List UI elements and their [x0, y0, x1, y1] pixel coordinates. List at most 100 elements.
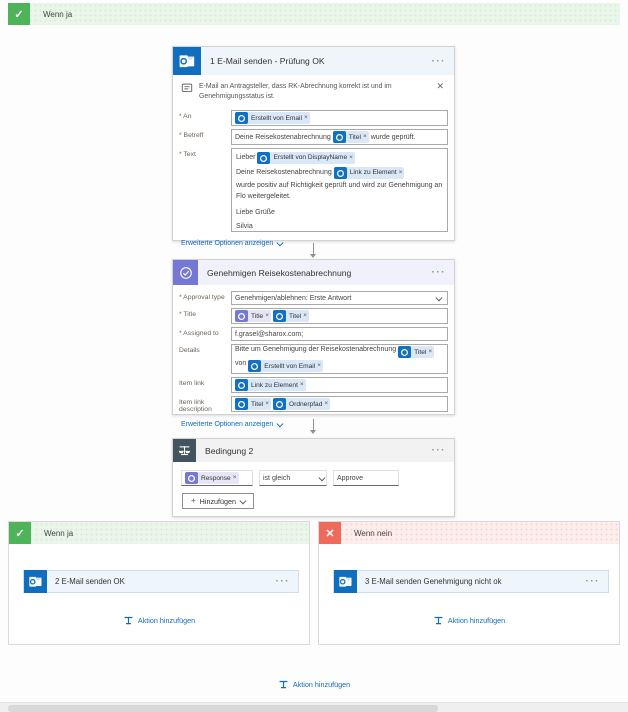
- dynamic-token[interactable]: Title ×: [235, 310, 272, 322]
- field-label: * Assigned to: [179, 330, 219, 337]
- scope-header-wenn-ja[interactable]: ✓ Wenn ja: [8, 3, 620, 25]
- remove-token-icon[interactable]: ×: [428, 347, 433, 355]
- remove-token-icon[interactable]: ×: [362, 132, 367, 140]
- card-email-2-ok[interactable]: 2 E-Mail senden OK ···: [23, 570, 299, 593]
- remove-token-icon[interactable]: ×: [299, 380, 304, 388]
- remove-token-icon[interactable]: ×: [317, 361, 322, 369]
- field-label: * Betreff: [179, 132, 204, 139]
- more-options-icon[interactable]: ···: [585, 576, 600, 587]
- dynamic-token[interactable]: Link zu Element ×: [235, 379, 306, 391]
- add-action-link[interactable]: Aktion hinzufügen: [123, 615, 195, 626]
- dynamic-token[interactable]: Erstellt von Email ×: [248, 360, 324, 372]
- field-item-link-description: Item link description Titel × Ordnerpfad…: [179, 396, 448, 413]
- close-icon[interactable]: ✕: [436, 81, 444, 91]
- field-text: * Text Lieber Erstellt von DisplayName ×…: [179, 148, 448, 232]
- horizontal-scrollbar[interactable]: [0, 702, 628, 712]
- dynamic-token[interactable]: Titel ×: [273, 310, 310, 322]
- scope-header-background: [8, 3, 620, 25]
- chevron-down-icon: [435, 294, 442, 301]
- branch-label: Wenn nein: [354, 528, 393, 538]
- condition-scales-icon: [173, 439, 196, 462]
- branch-wenn-ja: ✓ Wenn ja 2 E-Mail senden OK ···: [8, 521, 310, 645]
- sharepoint-icon: [273, 310, 287, 322]
- dynamic-token[interactable]: Response ×: [185, 472, 239, 484]
- field-label: Details: [179, 347, 200, 354]
- add-action-link[interactable]: Aktion hinzufügen: [433, 615, 505, 626]
- add-action-icon: [278, 679, 289, 690]
- add-action-icon: [123, 615, 134, 626]
- approvals-token-icon: [235, 310, 248, 322]
- card-title: 1 E-Mail senden - Prüfung OK: [210, 56, 325, 66]
- dynamic-token[interactable]: Titel ×: [332, 131, 369, 143]
- sharepoint-icon: [333, 167, 347, 179]
- assigned-to-input[interactable]: f.grasel@sharox.com;: [231, 327, 448, 341]
- item-link-description-input[interactable]: Titel × Ordnerpfad ×: [231, 396, 448, 412]
- connector-arrow: [310, 419, 316, 434]
- branch-header-background: [9, 522, 309, 544]
- betreff-input[interactable]: Deine Reisekostenabrechnung Titel × wurd…: [231, 129, 448, 145]
- add-action-icon: [433, 615, 444, 626]
- more-options-icon[interactable]: ···: [431, 445, 446, 456]
- chevron-down-icon: [318, 474, 325, 481]
- branch-header-background: [319, 522, 619, 544]
- approval-type-select[interactable]: Genehmigen/ablehnen: Erste Antwort: [231, 291, 448, 305]
- remove-token-icon[interactable]: ×: [398, 168, 403, 176]
- condition-operator-select[interactable]: ist gleich: [259, 470, 327, 486]
- advanced-options-link[interactable]: Erweiterte Optionen anzeigen: [181, 239, 284, 247]
- more-options-icon[interactable]: ···: [431, 267, 446, 278]
- card-title: 3 E-Mail senden Genehmigung nicht ok: [365, 577, 502, 586]
- remove-token-icon[interactable]: ×: [232, 473, 237, 481]
- remove-token-icon[interactable]: ×: [265, 399, 270, 407]
- sharepoint-icon: [273, 398, 287, 410]
- connector-arrow: [310, 243, 316, 258]
- field-label: * Approval type: [179, 294, 225, 301]
- field-assigned-to: * Assigned to f.grasel@sharox.com;: [179, 327, 448, 341]
- chevron-down-icon: [277, 239, 284, 246]
- dynamic-token[interactable]: Link zu Element ×: [333, 167, 405, 179]
- remove-token-icon[interactable]: ×: [349, 153, 353, 161]
- sharepoint-icon: [257, 152, 271, 164]
- remove-token-icon[interactable]: ×: [303, 113, 308, 121]
- item-link-input[interactable]: Link zu Element ×: [231, 377, 448, 393]
- condition-left-operand[interactable]: Response ×: [181, 470, 253, 486]
- field-title: * Title Title × Titel ×: [179, 308, 448, 324]
- dynamic-token[interactable]: Erstellt von DisplayName ×: [257, 152, 355, 164]
- branch-no-header[interactable]: ✕ Wenn nein: [319, 522, 619, 544]
- branch-label: Wenn ja: [44, 528, 74, 538]
- approvals-icon: [173, 260, 198, 285]
- card-bedingung-2: Bedingung 2 ··· Response × ist gleich Ap…: [172, 438, 455, 517]
- title-input[interactable]: Title × Titel ×: [231, 308, 448, 324]
- card-email-3-nicht-ok[interactable]: 3 E-Mail senden Genehmigung nicht ok ···: [333, 570, 609, 593]
- dynamic-token[interactable]: Titel ×: [235, 398, 272, 410]
- scrollbar-thumb[interactable]: [8, 704, 438, 712]
- advanced-options-link[interactable]: Erweiterte Optionen anzeigen: [181, 420, 284, 428]
- card-title: Genehmigen Reisekostenabrechnung: [207, 267, 352, 278]
- check-icon: ✓: [8, 3, 30, 25]
- more-options-icon[interactable]: ···: [275, 576, 290, 587]
- card-approval-header[interactable]: Genehmigen Reisekostenabrechnung ···: [173, 260, 454, 285]
- an-input[interactable]: Erstellt von Email ×: [231, 110, 448, 126]
- note-text: E-Mail an Antragsteller, dass RK-Abrechn…: [199, 83, 392, 100]
- remove-token-icon[interactable]: ×: [265, 311, 270, 319]
- chevron-down-icon: [239, 497, 247, 504]
- details-input[interactable]: Bitte um Genehmigung der Reisekostenabre…: [231, 344, 448, 374]
- text-input[interactable]: Lieber Erstellt von DisplayName × Deine …: [231, 148, 448, 232]
- field-item-link: Item link Link zu Element ×: [179, 377, 448, 393]
- dynamic-token[interactable]: Titel ×: [398, 346, 435, 358]
- condition-right-operand[interactable]: Approve: [333, 470, 399, 486]
- dynamic-token[interactable]: Ordnerpfad ×: [273, 398, 331, 410]
- card-email-header[interactable]: 1 E-Mail senden - Prüfung OK ···: [173, 47, 454, 75]
- field-label: Item link: [179, 380, 205, 387]
- card-condition-header[interactable]: Bedingung 2 ···: [173, 439, 454, 462]
- card-title: Bedingung 2: [205, 445, 254, 456]
- field-label: * An: [179, 113, 192, 120]
- branch-yes-header[interactable]: ✓ Wenn ja: [9, 522, 309, 544]
- remove-token-icon[interactable]: ×: [303, 311, 308, 319]
- dynamic-token[interactable]: Erstellt von Email ×: [235, 112, 310, 124]
- card-email-pruefung-ok: 1 E-Mail senden - Prüfung OK ··· E-Mail …: [172, 46, 455, 247]
- more-options-icon[interactable]: ···: [431, 55, 446, 67]
- add-action-link-footer[interactable]: Aktion hinzufügen: [278, 679, 350, 690]
- condition-add-button[interactable]: + Hinzufügen: [182, 493, 254, 509]
- remove-token-icon[interactable]: ×: [324, 399, 329, 407]
